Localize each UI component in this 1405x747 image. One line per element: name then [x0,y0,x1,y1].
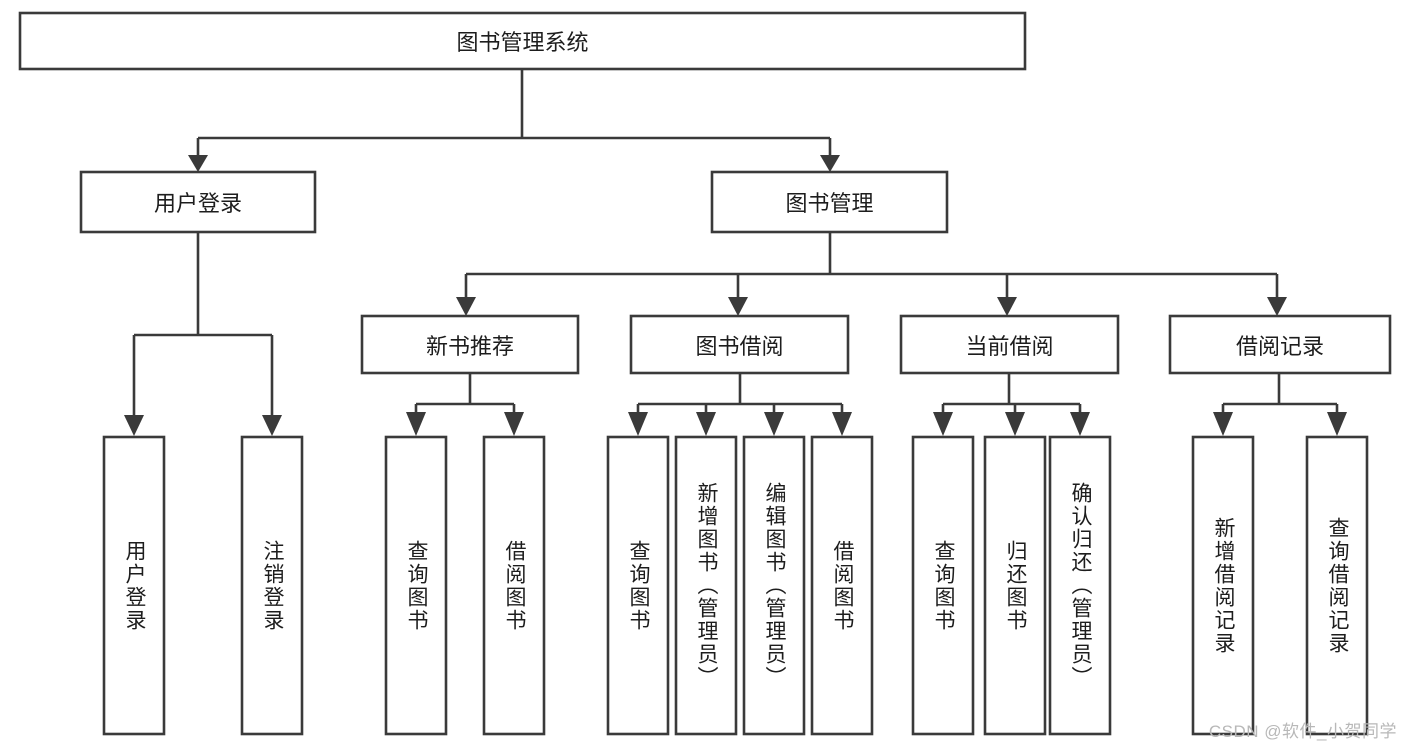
node-leaf-book-borrow-2[interactable] [742,435,806,736]
node-leaf-user-login-0[interactable] [102,435,166,736]
node-root-box[interactable] [18,11,1027,71]
node-book-manage-box[interactable] [710,170,949,234]
arrow-to-new-book [456,297,476,316]
connector-layer [124,69,1347,436]
arrow-book-borrow-leaf-2 [696,412,716,436]
node-leaf-borrow-record-0[interactable] [1191,435,1255,736]
arrow-borrow-record-leaf-2 [1327,412,1347,436]
arrow-user-login-leaf-1 [124,415,144,436]
node-leaf-current-borrow-1[interactable] [983,435,1047,736]
node-box-layer [18,11,1392,736]
node-borrow-record-box[interactable] [1168,314,1392,375]
arrow-current-borrow-leaf-3 [1070,412,1090,436]
node-leaf-current-borrow-2[interactable] [1048,435,1112,736]
arrow-borrow-record-leaf-1 [1213,412,1233,436]
watermark: CSDN @软件_小贺同学 [1208,722,1397,741]
arrow-book-borrow-leaf-4 [832,412,852,436]
node-leaf-book-borrow-3[interactable] [810,435,874,736]
arrow-new-book-leaf-1 [406,412,426,436]
node-leaf-user-login-1[interactable] [240,435,304,736]
arrow-user-login-leaf-2 [262,415,282,436]
node-leaf-new-book-1[interactable] [482,435,546,736]
arrow-book-borrow-leaf-3 [764,412,784,436]
node-user-login-box[interactable] [79,170,317,234]
node-new-book-recommend-box[interactable] [360,314,580,375]
node-book-borrow-box[interactable] [629,314,850,375]
node-leaf-borrow-record-1[interactable] [1305,435,1369,736]
arrow-current-borrow-leaf-2 [1005,412,1025,436]
arrow-book-borrow-leaf-1 [628,412,648,436]
node-current-borrow-box[interactable] [899,314,1120,375]
arrow-to-borrow-record [1267,297,1287,316]
node-leaf-new-book-0[interactable] [384,435,448,736]
node-leaf-current-borrow-0[interactable] [911,435,975,736]
arrow-root-to-user-login [188,155,208,172]
arrow-root-to-book-manage [820,155,840,172]
arrow-current-borrow-leaf-1 [933,412,953,436]
arrow-to-book-borrow [728,297,748,316]
arrow-new-book-leaf-2 [504,412,524,436]
node-leaf-book-borrow-1[interactable] [674,435,738,736]
arrow-to-current-borrow [997,297,1017,316]
node-leaf-book-borrow-0[interactable] [606,435,670,736]
